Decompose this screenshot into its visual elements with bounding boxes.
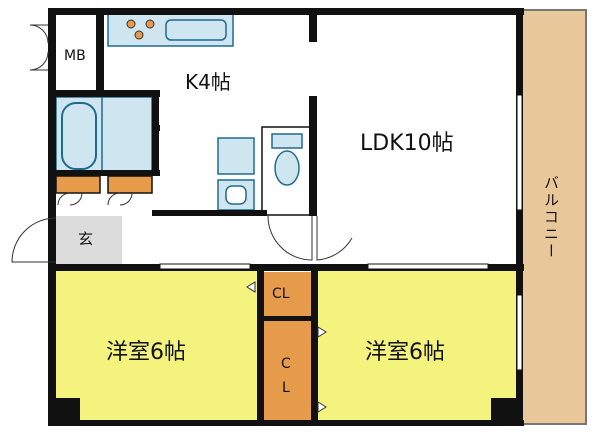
balcony [520,9,587,425]
mb-label: MB [64,48,86,64]
entrance-floor [56,216,122,264]
stove-burner-icon [145,19,155,29]
closet-top-label: CL [272,286,290,302]
shoe-cabinet-left [55,175,101,194]
walls [48,8,524,426]
kitchen-sink-icon [165,19,227,41]
western-room-left-label: 洋室6帖 [106,340,186,365]
closet-top [264,272,314,316]
bathtub-icon [61,102,97,170]
western-room-right [317,268,518,421]
washbasin-icon [217,137,255,175]
closet-hinges [246,281,327,413]
toilet-tank-icon [271,133,303,149]
stove-burner-icon [126,19,136,29]
ldk-label: LDK10帖 [360,131,454,156]
toilet-bowl-icon [274,150,300,186]
windows [159,94,523,371]
closet-bottom-label: C L [281,356,291,396]
shoe-cabinet-right [107,175,153,194]
entrance-label: 玄 [78,230,94,248]
balcony-label: バルコニー [542,175,560,260]
kitchen-label: K4帖 [185,70,231,94]
western-room-right-label: 洋室6帖 [365,340,445,365]
washer-drum [225,185,247,205]
door-swings [11,24,353,263]
western-room-left [54,268,261,421]
stove-burner-icon [134,30,144,40]
closet-bottom [264,321,314,421]
